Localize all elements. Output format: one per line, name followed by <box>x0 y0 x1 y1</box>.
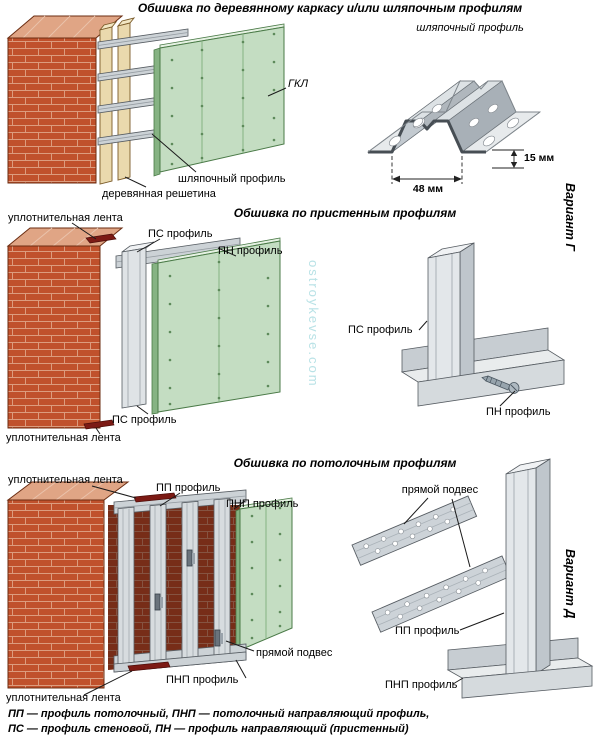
direct-hanger-2 <box>371 555 512 633</box>
seal-tape-top-label-3: уплотнительная лента <box>8 474 123 486</box>
seal-tape-bottom-label-3: уплотнительная лента <box>6 692 121 704</box>
pp-profile-detail-label: ПП профиль <box>395 625 460 637</box>
wall-assembly-3 <box>6 481 293 689</box>
pnp-profile-bottom-label: ПНП профиль <box>166 674 239 686</box>
seal-tape-bottom <box>83 419 115 430</box>
pn-profile-label: ПН профиль <box>218 245 283 257</box>
wall-assembly-2 <box>6 227 281 430</box>
pp-profile-label: ПП профиль <box>156 482 221 494</box>
drywall-panel-2 <box>151 237 281 415</box>
seal-tape-top <box>133 492 177 503</box>
screw-icon <box>481 375 520 394</box>
leader-lines <box>71 87 516 696</box>
drywall-panel-3 <box>235 497 293 653</box>
screw-dots <box>168 248 270 406</box>
section1-title: Обшивка по деревянному каркасу и/или шля… <box>137 1 523 15</box>
hanger-detail <box>351 458 594 699</box>
dimension-15mm <box>492 149 524 169</box>
variant-g-label: Вариант Г <box>563 183 577 252</box>
ps-profile-bottom-label: ПС профиль <box>112 414 177 426</box>
seal-tape-bottom-label-2: уплотнительная лента <box>6 432 121 444</box>
seal-tape-top <box>85 233 117 244</box>
wood-batten-label: деревянная решетина <box>102 188 216 200</box>
gkl-label: ГКЛ <box>288 78 309 90</box>
seal-tape-bottom <box>127 661 171 672</box>
ps-profile-top-label: ПС профиль <box>148 228 213 240</box>
section2-title: Обшивка по пристенным профилям <box>233 206 457 220</box>
seal-tape-top-label-2: уплотнительная лента <box>8 212 123 224</box>
screw-dots <box>170 32 276 166</box>
ps-stud-3d <box>427 242 475 395</box>
pp-profile-3d <box>505 458 551 681</box>
drywall-panel-1 <box>153 23 285 177</box>
footnote-line-2: ПС — профиль стеновой, ПН — профиль напр… <box>8 723 409 735</box>
section3-title: Обшивка по потолочным профилям <box>233 456 457 470</box>
hanger-detail-label: прямой подвес <box>401 484 479 496</box>
hanger-label: прямой подвес <box>256 647 333 659</box>
brick-wall-front <box>7 37 97 184</box>
watermark: ostroykevse.com <box>306 260 321 388</box>
pn-profile-detail-label: ПН профиль <box>486 406 551 418</box>
wall-assembly-1 <box>6 15 285 185</box>
ps-pn-detail <box>400 242 566 407</box>
dimension-48mm <box>391 156 463 184</box>
variant-d-label: Вариант Д <box>563 549 577 619</box>
pp-studs <box>117 497 231 669</box>
hat-profile-label: шляпочный профиль <box>178 173 286 185</box>
footnote-line-1: ПП — профиль потолочный, ПНП — потолочны… <box>8 708 430 720</box>
profile-holes <box>388 103 520 147</box>
hat-profile-detail-title: шляпочный профиль <box>416 22 524 34</box>
pnp-profile-top-label: ПНП профиль <box>226 498 299 510</box>
hanger-brackets <box>154 549 223 647</box>
direct-hanger-1 <box>351 495 478 566</box>
ps-profile-detail-label: ПС профиль <box>348 324 413 336</box>
pnp-profile-detail-label: ПНП профиль <box>385 679 458 691</box>
dim-48mm-label: 48 мм <box>412 183 444 195</box>
hat-profile-3d <box>366 79 542 154</box>
pnp-near-flange <box>461 665 593 699</box>
dim-15mm-label: 15 мм <box>524 152 555 164</box>
ps-stud <box>121 241 155 409</box>
